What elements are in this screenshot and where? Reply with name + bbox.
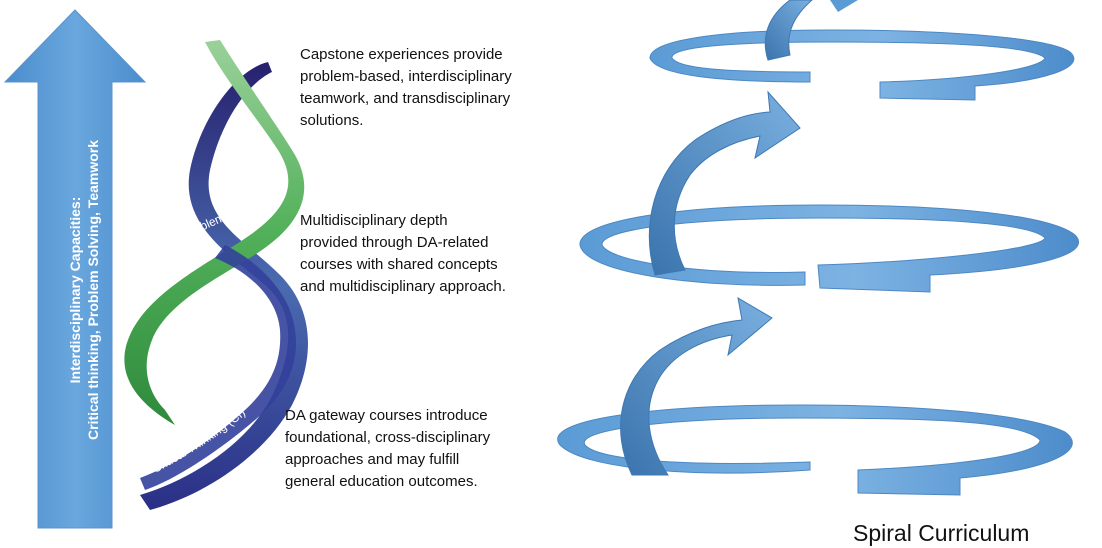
gateway-line-2: foundational, cross-disciplinary (285, 429, 491, 446)
arrow-label-line2: Critical thinking, Problem Solving, Team… (85, 140, 101, 440)
gateway-description: DA gateway courses introduce foundationa… (285, 405, 490, 493)
gateway-line-1: DA gateway courses introduce (285, 407, 488, 424)
multidisciplinary-line-3: courses with shared concepts (300, 256, 498, 273)
interdisciplinary-arrow: Interdisciplinary Capacities: Critical t… (3, 9, 147, 529)
spiral-rise-top-head (830, 0, 858, 12)
spiral-rise-upper (648, 90, 801, 276)
multidisciplinary-line-1: Multidisciplinary depth (300, 212, 448, 229)
spiral-ring-middle (579, 204, 1080, 293)
multidisciplinary-line-2: provided through DA-related (300, 234, 489, 251)
helix-blue-front (140, 245, 296, 490)
gateway-line-4: general education outcomes. (285, 473, 478, 490)
gateway-line-3: approaches and may fulfill (285, 451, 460, 468)
multidisciplinary-description: Multidisciplinary depth provided through… (300, 210, 506, 298)
capstone-line-4: solutions. (300, 112, 364, 129)
spiral-rise-top (764, 0, 813, 61)
spiral-ring-top (649, 29, 1075, 101)
spiral-curriculum-caption: Spiral Curriculum (853, 520, 1030, 546)
capstone-description: Capstone experiences provide problem-bas… (300, 44, 512, 132)
capstone-line-1: Capstone experiences provide (300, 46, 503, 63)
arrow-label-line1: Interdisciplinary Capacities: (67, 197, 83, 384)
double-helix: Problem-Solving Critical Thinking (CI) (124, 40, 308, 510)
capstone-line-2: problem-based, interdisciplinary (300, 68, 512, 85)
helix-green-strand (124, 40, 305, 425)
spiral-curriculum (557, 0, 1080, 496)
spiral-ring-bottom (557, 404, 1073, 496)
spiral-rise-lower (620, 297, 773, 476)
multidisciplinary-line-4: and multidisciplinary approach. (300, 278, 506, 295)
capstone-line-3: teamwork, and transdisciplinary (300, 90, 511, 107)
